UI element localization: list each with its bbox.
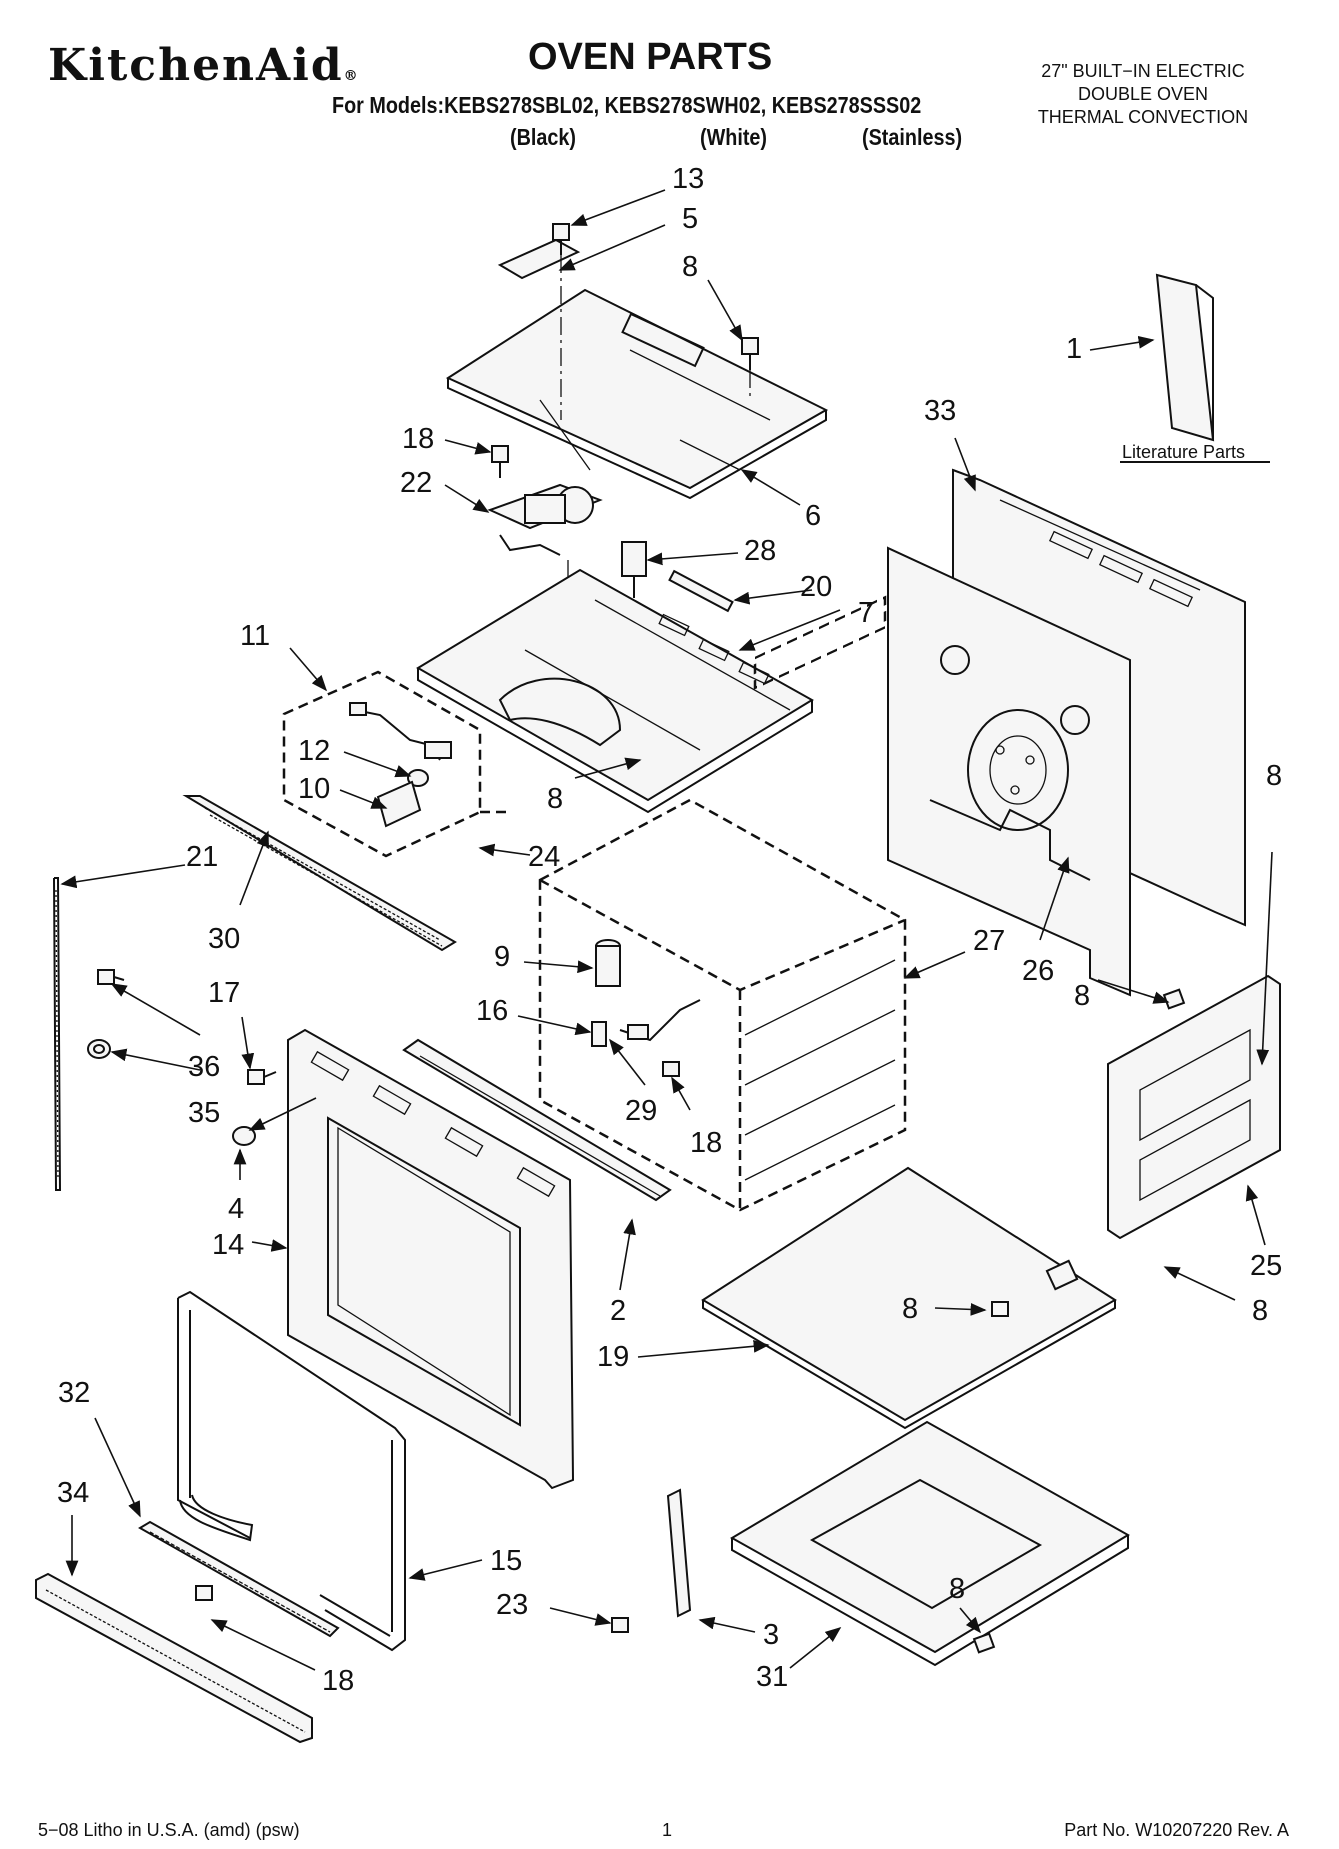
callout-8: 8: [949, 1573, 965, 1605]
callout-28: 28: [744, 535, 776, 567]
product-description: 27" BUILT−IN ELECTRIC DOUBLE OVEN THERMA…: [1003, 60, 1283, 129]
callout-8: 8: [1266, 760, 1282, 792]
thermostat-28-drawing: [621, 541, 647, 598]
description-line-3: THERMAL CONVECTION: [1037, 107, 1249, 127]
description-line-1: 27" BUILT−IN ELECTRIC: [1041, 61, 1245, 81]
callout-4: 4: [228, 1193, 244, 1225]
callout-15: 15: [490, 1545, 522, 1577]
callout-3: 3: [763, 1619, 779, 1651]
callout-numbers: 13 5 8 1 33 18 22 6 28 20 7 11 12 10 8 2…: [57, 163, 1282, 1697]
vent-30-drawing: [182, 795, 457, 952]
callout-6: 6: [805, 500, 821, 532]
callout-8: 8: [1252, 1295, 1268, 1327]
callout-18: 18: [690, 1127, 722, 1159]
bottom-panel-19-drawing: [701, 1166, 1117, 1430]
callout-12: 12: [298, 735, 330, 767]
callout-7: 7: [858, 597, 874, 629]
bracket-5-drawing: [497, 238, 581, 280]
callout-35: 35: [188, 1097, 220, 1129]
light-socket-9-drawing: [595, 939, 621, 987]
brand-registered-mark: ®: [343, 68, 360, 84]
literature-book-drawing: [1120, 273, 1270, 463]
callout-8: 8: [547, 783, 563, 815]
variant-black: (Black): [510, 124, 576, 150]
callout-16: 16: [476, 995, 508, 1027]
literature-parts-label: Literature Parts: [1122, 442, 1245, 462]
litho-note: 5−08 Litho in U.S.A. (amd) (psw): [38, 1820, 300, 1840]
screw-36-drawing: [97, 969, 125, 985]
variant-white: (White): [700, 124, 768, 150]
callout-22: 22: [400, 467, 432, 499]
callout-17: 17: [208, 977, 240, 1009]
part-number: Part No. W10207220 Rev. A: [1064, 1820, 1289, 1840]
bumper-4-drawing: [232, 1126, 256, 1146]
sensor-16-drawing: [591, 1021, 607, 1047]
callout-33: 33: [924, 395, 956, 427]
callout-27: 27: [973, 925, 1005, 957]
variant-stainless: (Stainless): [862, 124, 963, 150]
callout-31: 31: [756, 1661, 788, 1693]
callout-36: 36: [188, 1051, 220, 1083]
oven-cavity-27-drawing: [538, 595, 907, 1212]
callout-34: 34: [57, 1477, 89, 1509]
gasket-15-drawing: [177, 1290, 406, 1652]
screw-18b-drawing: [662, 1061, 680, 1077]
callout-23: 23: [496, 1589, 528, 1621]
callout-32: 32: [58, 1377, 90, 1409]
models-line: For Models:KEBS278SBL02, KEBS278SWH02, K…: [332, 92, 922, 118]
side-panel-25-drawing: [1107, 974, 1281, 1240]
callout-21: 21: [186, 841, 218, 873]
top-panel-drawing: [445, 238, 829, 500]
callout-10: 10: [298, 773, 330, 805]
callout-19: 19: [597, 1341, 629, 1373]
spacer-35-drawing: [87, 1039, 111, 1059]
callout-5: 5: [682, 203, 698, 235]
callout-24: 24: [528, 841, 560, 873]
kick-plate-34-drawing: [35, 1572, 313, 1744]
callout-18: 18: [322, 1665, 354, 1697]
callout-29: 29: [625, 1095, 657, 1127]
base-31-drawing: [730, 1420, 1130, 1667]
side-trim-21-drawing: [53, 877, 62, 1191]
callout-14: 14: [212, 1229, 244, 1261]
harness-box-drawing: [282, 670, 510, 858]
brand-logo: KitchenAid®: [48, 40, 360, 91]
callout-8: 8: [1074, 980, 1090, 1012]
callout-20: 20: [800, 571, 832, 603]
motor-assembly-drawing: [487, 483, 603, 556]
callout-13: 13: [672, 163, 704, 195]
rear-panel-26-drawing: [887, 546, 1131, 997]
screw-18c-drawing: [195, 1585, 213, 1601]
callout-18: 18: [402, 423, 434, 455]
callout-11: 11: [240, 620, 270, 652]
callout-1: 1: [1066, 333, 1082, 365]
description-line-2: DOUBLE OVEN: [1077, 84, 1209, 104]
trim-2-drawing: [402, 1038, 672, 1202]
door-frame-14-drawing: [287, 1028, 575, 1490]
brand-name: KitchenAid: [48, 40, 344, 91]
callout-8: 8: [682, 251, 698, 283]
callout-30: 30: [208, 923, 240, 955]
callout-25: 25: [1250, 1250, 1282, 1282]
callout-9: 9: [494, 941, 510, 973]
vent-32-drawing: [138, 1520, 340, 1638]
gasket-20-drawing: [668, 569, 734, 613]
callout-26: 26: [1022, 955, 1054, 987]
screw-17-drawing: [247, 1069, 277, 1085]
callout-8: 8: [902, 1293, 918, 1325]
cavity-top-drawing: [416, 568, 814, 814]
top-screws-drawing: [491, 223, 759, 478]
sensor-29-drawing: [619, 999, 701, 1042]
page-number: 1: [662, 1820, 673, 1840]
leader-lines: [60, 189, 1273, 1671]
page-title: OVEN PARTS: [528, 36, 773, 78]
callout-2: 2: [610, 1295, 626, 1327]
bracket-3-drawing: [611, 1488, 692, 1633]
